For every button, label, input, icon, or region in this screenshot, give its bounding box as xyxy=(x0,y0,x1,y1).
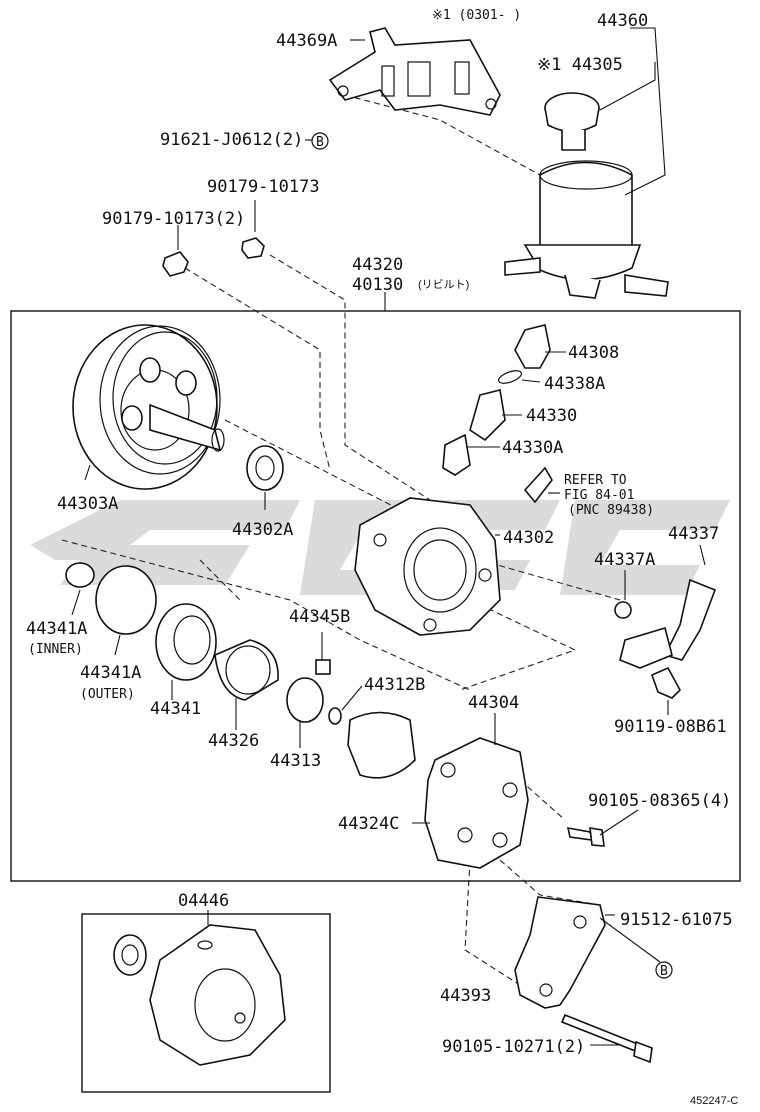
label-90179-b: 90179-10173(2) xyxy=(102,209,245,229)
label-44345b: 44345B xyxy=(289,607,350,627)
label-90119: 90119-08B61 xyxy=(614,717,727,737)
label-44303a: 44303A xyxy=(57,494,118,514)
kit-frame xyxy=(81,913,331,1093)
label-refer-1: REFER TO xyxy=(564,473,627,488)
gasket-kit-icon xyxy=(113,924,286,1066)
seal-icon xyxy=(246,445,284,491)
label-44305: ※1 44305 xyxy=(537,55,623,75)
label-44369a: 44369A xyxy=(276,31,337,51)
mount-bracket-icon xyxy=(514,896,606,1009)
label-91512: 91512-61075 xyxy=(620,910,733,930)
label-44324c: 44324C xyxy=(338,814,399,834)
label-outer: (OUTER) xyxy=(80,687,135,702)
o-ring-icon xyxy=(65,562,157,635)
pump-housing-icon xyxy=(354,497,501,636)
label-44341a-inner: 44341A xyxy=(26,619,87,639)
label-90105-a: 90105-08365(4) xyxy=(588,791,731,811)
label-40130-sub: (リビルト) xyxy=(418,278,469,291)
label-44393: 44393 xyxy=(440,986,491,1006)
label-44341a-outer: 44341A xyxy=(80,663,141,683)
label-44360: 44360 xyxy=(597,11,648,31)
label-44320: 44320 xyxy=(352,255,403,275)
label-44330a: 44330A xyxy=(502,438,563,458)
hose-fitting-icon xyxy=(614,578,717,699)
label-44308: 44308 xyxy=(568,343,619,363)
label-44312b: 44312B xyxy=(364,675,425,695)
valve-icon xyxy=(442,324,553,504)
label-91621: 91621-J0612(2) xyxy=(160,130,303,150)
label-90105-b: 90105-10271(2) xyxy=(442,1037,585,1057)
label-44313: 44313 xyxy=(270,751,321,771)
label-44304: 44304 xyxy=(468,693,519,713)
label-90179-a: 90179-10173 xyxy=(207,177,320,197)
label-44330: 44330 xyxy=(526,406,577,426)
label-inner: (INNER) xyxy=(28,642,83,657)
nut-icon xyxy=(162,237,265,277)
callout-b-text-2: B xyxy=(660,964,668,979)
bracket-icon xyxy=(328,27,501,116)
label-44326: 44326 xyxy=(208,731,259,751)
reservoir-icon xyxy=(504,92,669,299)
pump-assembly-frame xyxy=(10,310,741,882)
callout-b-icon xyxy=(311,132,673,979)
label-44302: 44302 xyxy=(503,528,554,548)
label-04446: 04446 xyxy=(178,891,229,911)
label-44337a: 44337A xyxy=(594,550,655,570)
rear-cover-icon xyxy=(424,737,529,869)
label-44337: 44337 xyxy=(668,524,719,544)
leader-lines xyxy=(71,27,706,1046)
label-note-top: ※1 (0301- ) xyxy=(432,8,521,23)
label-44302a: 44302A xyxy=(232,520,293,540)
label-40130: 40130 xyxy=(352,275,403,295)
dashed-guides xyxy=(61,94,621,986)
pulley-icon xyxy=(72,324,225,490)
internal-parts-icon xyxy=(155,603,416,779)
label-44341: 44341 xyxy=(150,699,201,719)
label-refer-2: FIG 84-01 xyxy=(564,488,634,503)
label-ref-code: 452247-C xyxy=(690,1095,738,1107)
bolt-icon xyxy=(560,826,653,1064)
callout-b-text-1: B xyxy=(316,135,324,150)
label-44338a: 44338A xyxy=(544,374,605,394)
label-refer-3: (PNC 89438) xyxy=(568,503,654,518)
